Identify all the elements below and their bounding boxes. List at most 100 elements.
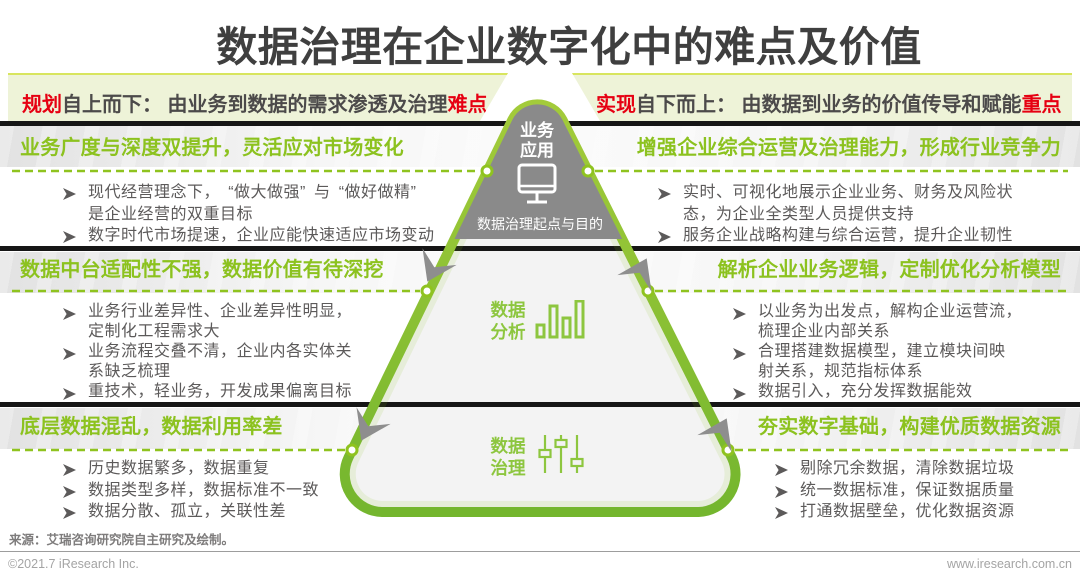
bullet-arrow-icon [658, 188, 671, 200]
heading-right-2: 解析企业业务逻辑，定制优化分析模型 [717, 259, 1061, 281]
bullet-item: 数据类型多样，数据标准不一致 [63, 480, 423, 502]
footer-divider [0, 551, 1080, 552]
footer-copyright: ©2021.7 iResearch Inc. [8, 557, 139, 571]
bullet-item: 统一数据标准，保证数据质量 [775, 480, 1075, 502]
bullet-item: 数字时代市场提速，企业应能快速适应市场变动 [63, 225, 483, 247]
bullet-list-left-3: 历史数据繁多，数据重复数据类型多样，数据标准不一致数据分散、孤立，关联性差 [63, 458, 423, 523]
bullet-item: 服务企业战略构建与综合运营，提升企业韧性 [658, 225, 1078, 247]
fullwidth-open-quote: “ [228, 184, 235, 201]
bullet-arrow-icon [775, 485, 788, 498]
flow-arrows [356, 248, 732, 452]
pyramid-top-label: 业务 应用 [520, 121, 554, 160]
bullet-text: 合理搭建数据模型，建立模块间映 射关系，规范指标体系 [758, 343, 1006, 380]
fullwidth-open-quote: “ [338, 184, 345, 201]
bullet-list-right-1: 实时、可视化地展示企业业务、财务及风险状 态，为企业全类型人员提供支持服务企业战… [658, 182, 1078, 247]
bullet-text: 历史数据繁多，数据重复 [88, 460, 270, 477]
bullet-list-right-3: 剔除冗余数据，清除数据垃圾统一数据标准，保证数据质量打通数据壁垒，优化数据资源 [775, 458, 1075, 523]
bullet-list-left-2: 业务行业差异性、企业差异性明显， 定制化工程需求大业务流程交叠不清，企业内各实体… [63, 302, 463, 402]
bullet-text: 业务流程交叠不清，企业内各实体关 系缺乏梳理 [88, 343, 353, 380]
bullet-text: 以业务为出发点，解构企业运营流， 梳理企业内部关系 [758, 303, 1023, 340]
bullet-text: 打通数据壁垒，优化数据资源 [800, 503, 1015, 520]
bullet-arrow-icon [63, 507, 76, 519]
bullet-item: 现代经营理念下，“做大做强”与“做好做精” 是企业经营的双重目标 [63, 182, 483, 225]
heading-left-2: 数据中台适配性不强，数据价值有待深挖 [20, 259, 384, 281]
bullet-arrow-icon [733, 348, 746, 360]
banner-left-keyword: 规划 [22, 94, 62, 116]
bullet-arrow-icon [775, 464, 788, 476]
bullet-list-right-2: 以业务为出发点，解构企业运营流， 梳理企业内部关系合理搭建数据模型，建立模块间映… [733, 302, 1073, 402]
bullet-list-left-1: 现代经营理念下，“做大做强”与“做好做精” 是企业经营的双重目标数字时代市场提速… [63, 182, 483, 247]
page-title: 数据治理在企业数字化中的难点及价值 [216, 24, 922, 70]
bullet-item: 实时、可视化地展示企业业务、财务及风险状 态，为企业全类型人员提供支持 [658, 182, 1078, 225]
bullet-arrow-icon [63, 485, 76, 498]
pyramid-apex-section [454, 104, 623, 240]
bullet-arrow-icon [63, 188, 76, 200]
edge-dot [581, 164, 595, 178]
up-arrow-icon [617, 258, 652, 292]
bullet-arrow-icon [63, 388, 76, 400]
edge-dot [721, 443, 735, 457]
heading-left-3: 底层数据混乱，数据利用率差 [20, 416, 283, 438]
separator-rule-2 [0, 246, 1080, 251]
source-note: 来源：艾瑞咨询研究院自主研究及绘制。 [9, 533, 235, 547]
bullet-item: 业务流程交叠不清，企业内各实体关 系缺乏梳理 [63, 342, 463, 382]
banner-right-keyword: 实现 [596, 94, 636, 116]
pyramid-bottom-label: 数据 治理 [490, 436, 526, 478]
bullet-item: 剔除冗余数据，清除数据垃圾 [775, 458, 1075, 480]
bullet-item: 以业务为出发点，解构企业运营流， 梳理企业内部关系 [733, 302, 1073, 342]
down-arrow-icon [356, 407, 391, 441]
bullet-item: 合理搭建数据模型，建立模块间映 射关系，规范指标体系 [733, 342, 1073, 382]
fullwidth-close-quote: ” [410, 184, 417, 201]
bullet-item: 业务行业差异性、企业差异性明显， 定制化工程需求大 [63, 302, 463, 342]
edge-dot [345, 443, 359, 457]
bullet-text: 服务企业战略构建与综合运营，提升企业韧性 [683, 227, 1014, 244]
fullwidth-close-quote: ” [300, 184, 306, 201]
down-arrow-icon [422, 248, 457, 282]
bullet-item: 重技术，轻业务，开发成果偏离目标 [63, 382, 463, 402]
bar-chart-icon [535, 300, 585, 339]
bullet-text: 实时、可视化地展示企业业务、财务及风险状 态，为企业全类型人员提供支持 [683, 184, 1014, 223]
up-arrow-icon [697, 418, 732, 452]
dashed-guides [12, 169, 1068, 452]
bullet-text: 数据类型多样，数据标准不一致 [88, 481, 320, 499]
bullet-text: 数据引入，充分发挥数据能效 [758, 383, 973, 400]
banner-left-body: 自上而下： 由业务到数据的需求渗透及治理 [62, 94, 448, 116]
banner-top-down: 规划自上而下： 由业务到数据的需求渗透及治理难点 [8, 73, 508, 121]
banner-bottom-up: 实现自下而上： 由数据到业务的价值传导和赋能重点 [572, 73, 1072, 121]
bullet-text: 剔除冗余数据，清除数据垃圾 [800, 460, 1015, 477]
edge-dot [641, 284, 655, 298]
banner-left-tail: 难点 [447, 94, 488, 116]
bullet-text: 数据分散、孤立，关联性差 [88, 503, 287, 520]
bullet-text: 现代经营理念下，“做大做强”与“做好做精” 是企业经营的双重目标 [88, 182, 425, 225]
bullet-arrow-icon [775, 507, 788, 519]
banner-right-body: 自下而上： 由数据到业务的价值传导和赋能 [636, 94, 1022, 116]
bullet-arrow-icon [63, 308, 76, 320]
bullet-arrow-icon [63, 348, 76, 360]
pyramid-interior [344, 104, 736, 512]
pyramid-top-caption: 数据治理起点与目的 [477, 216, 603, 232]
bullet-arrow-icon [733, 308, 746, 320]
bullet-arrow-icon [733, 388, 746, 400]
bullet-text: 统一数据标准，保证数据质量 [800, 481, 1015, 499]
footer-website: www.iresearch.com.cn [946, 557, 1072, 571]
bullet-item: 历史数据繁多，数据重复 [63, 458, 423, 480]
bullet-text: 业务行业差异性、企业差异性明显， 定制化工程需求大 [88, 303, 353, 340]
bullet-text: 数字时代市场提速，企业应能快速适应市场变动 [88, 227, 435, 244]
edge-dot [480, 164, 494, 178]
sliders-icon [538, 435, 584, 473]
bullet-item: 数据引入，充分发挥数据能效 [733, 382, 1073, 402]
heading-right-1: 增强企业综合运营及治理能力，形成行业竞争力 [636, 137, 1061, 159]
bullet-arrow-icon [63, 464, 76, 476]
bullet-text: 重技术，轻业务，开发成果偏离目标 [88, 383, 353, 400]
edge-dot [420, 284, 434, 298]
heading-right-3: 夯实数字基础，构建优质数据资源 [758, 416, 1061, 438]
bullet-item: 打通数据壁垒，优化数据资源 [775, 501, 1075, 523]
bullet-arrow-icon [63, 231, 76, 243]
bullet-arrow-icon [658, 231, 671, 243]
bullet-item: 数据分散、孤立，关联性差 [63, 501, 423, 523]
monitor-icon [517, 163, 557, 204]
separator-rule-3 [0, 402, 1080, 407]
pyramid-middle-label: 数据 分析 [490, 300, 526, 342]
